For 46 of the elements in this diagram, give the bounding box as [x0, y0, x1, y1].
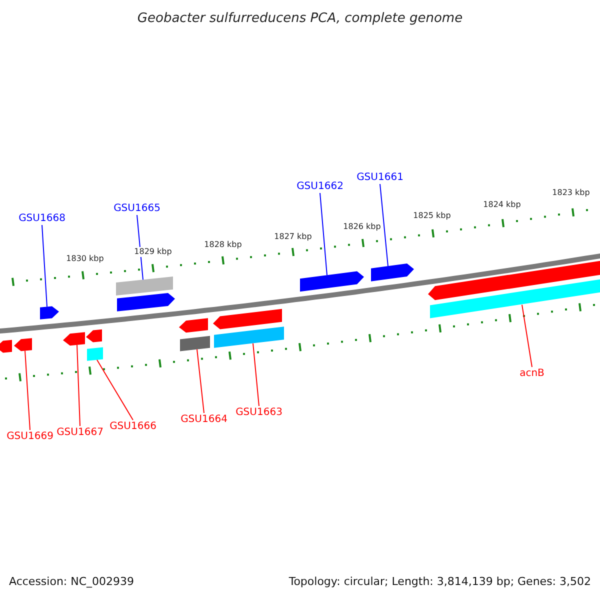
- scale-label: 1827 kbp: [273, 232, 313, 242]
- feature-bar: [87, 347, 103, 361]
- gene-label: GSU1669: [6, 430, 54, 443]
- scale-label: 1825 kbp: [412, 211, 452, 221]
- genome-info-text: Topology: circular; Length: 3,814,139 bp; Genes: 3,502: [288, 574, 591, 590]
- gene-feature: [0, 340, 12, 353]
- leader-line: [252, 342, 260, 406]
- gene-label: GSU1668: [18, 212, 66, 225]
- gene-feature: [86, 329, 102, 342]
- feature-bar: [430, 278, 600, 318]
- leader-line: [76, 344, 80, 426]
- leader-line: [196, 348, 204, 414]
- scale-label: 1830 kbp: [65, 254, 105, 264]
- leader-line: [522, 304, 532, 368]
- gene-feature: [300, 271, 364, 292]
- scale-label: 1828 kbp: [203, 240, 243, 250]
- leader-line: [380, 184, 388, 267]
- scale-label: 1823 kbp: [551, 188, 591, 198]
- title: Geobacter sulfurreducens PCA, complete genome: [136, 10, 464, 28]
- feature-bar: [214, 326, 284, 348]
- gene-feature: [428, 259, 600, 300]
- gene-feature: [63, 332, 85, 346]
- gene-label: GSU1661: [356, 171, 404, 184]
- leader-line: [96, 359, 134, 420]
- leader-line: [320, 192, 328, 276]
- accession-text: Accession: NC_002939: [9, 574, 134, 590]
- gene-feature: [117, 293, 175, 312]
- feature-bar: [116, 276, 173, 296]
- gene-label: GSU1664: [180, 413, 228, 426]
- gene-label: GSU1666: [110, 420, 156, 433]
- leader-line: [24, 350, 30, 430]
- gene-label: GSU1665: [114, 202, 160, 215]
- gene-label: GSU1667: [56, 426, 104, 439]
- scale-label: 1829 kbp: [133, 247, 173, 257]
- gene-label: GSU1663: [236, 406, 282, 419]
- gene-feature: [40, 306, 59, 320]
- scale-label: 1826 kbp: [342, 222, 382, 232]
- gene-feature: [179, 318, 208, 333]
- scale-label: 1824 kbp: [482, 200, 522, 210]
- leader-line: [42, 224, 48, 308]
- gene-feature: [371, 264, 414, 282]
- gene-label: GSU1662: [296, 180, 344, 193]
- gene-feature: [14, 338, 32, 352]
- gene-feature: [213, 308, 282, 330]
- gene-label: acnB: [520, 367, 544, 380]
- feature-bar: [180, 336, 210, 352]
